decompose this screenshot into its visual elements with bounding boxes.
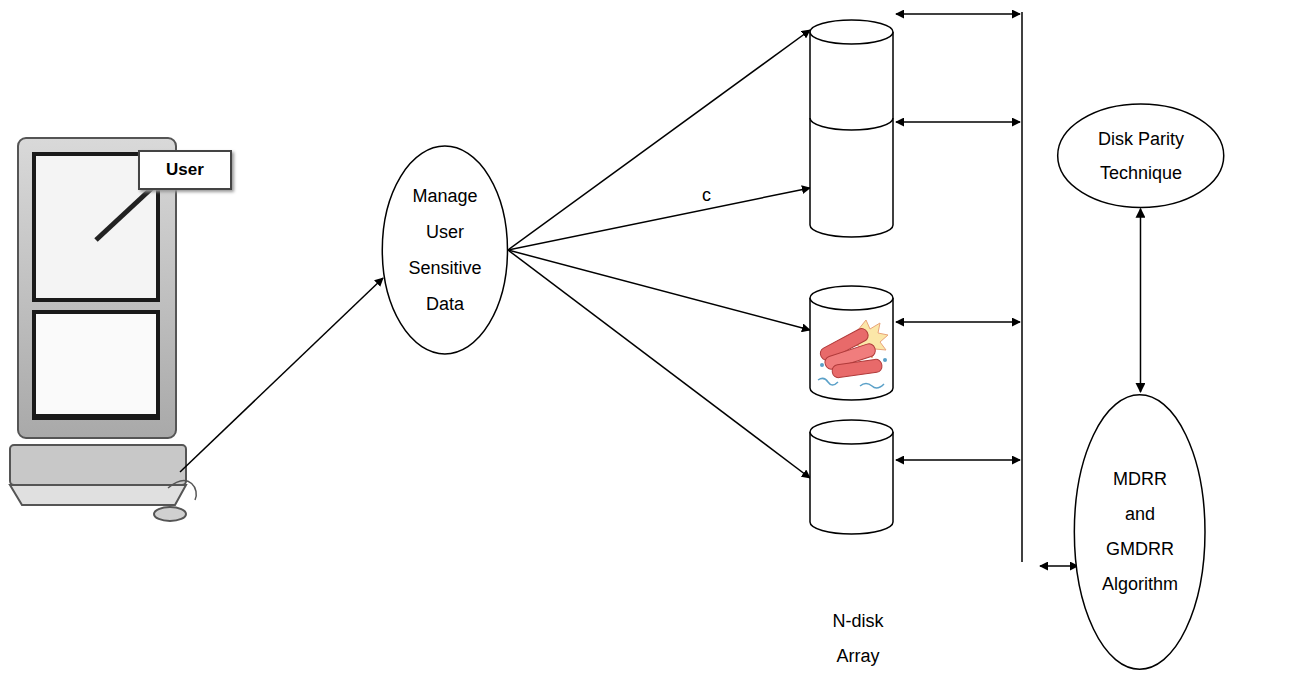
computer-illustration <box>10 138 196 521</box>
connector-arrow <box>1140 209 1142 392</box>
disk-arrows <box>508 30 810 478</box>
node-text: User <box>166 160 204 180</box>
user-label-box: User <box>138 150 232 190</box>
ellipse-outline <box>1073 392 1206 672</box>
disk-bus <box>896 12 1078 566</box>
process-ellipse: Manage User Sensitive Data <box>381 144 509 356</box>
node-text: Manage User Sensitive Data <box>405 178 485 322</box>
process-ellipse: Disk Parity Technique <box>1056 103 1225 209</box>
ellipse-outline <box>1056 103 1225 209</box>
ellipse-outline <box>381 144 509 356</box>
node-text: Disk Parity Technique <box>1086 122 1196 190</box>
disk-cylinders <box>810 20 893 534</box>
node-text: MDRR and GMDRR Algorithm <box>1098 462 1182 602</box>
flow-arrow <box>180 278 383 472</box>
process-ellipse: MDRR and GMDRR Algorithm <box>1073 392 1206 672</box>
explosion-picture <box>818 320 888 388</box>
arrow-label: c <box>702 178 711 213</box>
array-caption: N-disk Array <box>826 604 890 674</box>
